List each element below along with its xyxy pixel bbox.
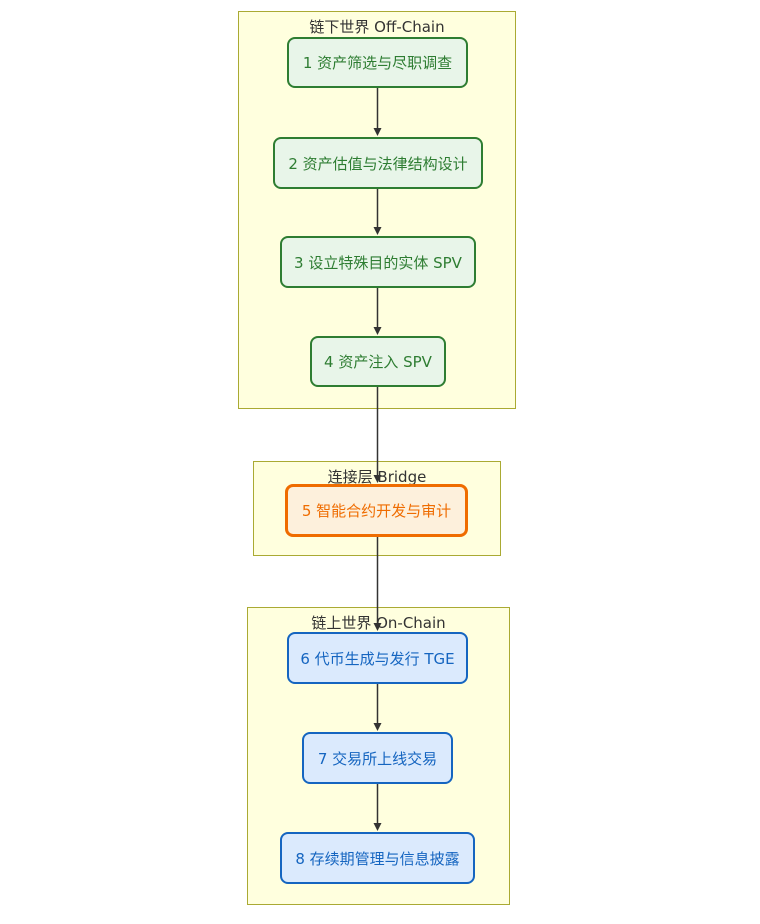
node-4-asset-injection: 4 资产注入 SPV <box>310 336 446 387</box>
node-3-spv-setup: 3 设立特殊目的实体 SPV <box>280 236 476 288</box>
node-1-asset-screening: 1 资产筛选与尽职调查 <box>287 37 468 88</box>
subgraph-offchain-title: 链下世界 Off-Chain <box>309 18 445 36</box>
node-6-token-generation-tge: 6 代币生成与发行 TGE <box>287 632 468 684</box>
subgraph-onchain-title: 链上世界 On-Chain <box>311 614 446 632</box>
node-5-smart-contract-audit: 5 智能合约开发与审计 <box>285 484 468 537</box>
node-7-exchange-listing: 7 交易所上线交易 <box>302 732 453 784</box>
node-2-valuation-legal-structure: 2 资产估值与法律结构设计 <box>273 137 483 189</box>
node-8-ongoing-management-disclosure: 8 存续期管理与信息披露 <box>280 832 475 884</box>
